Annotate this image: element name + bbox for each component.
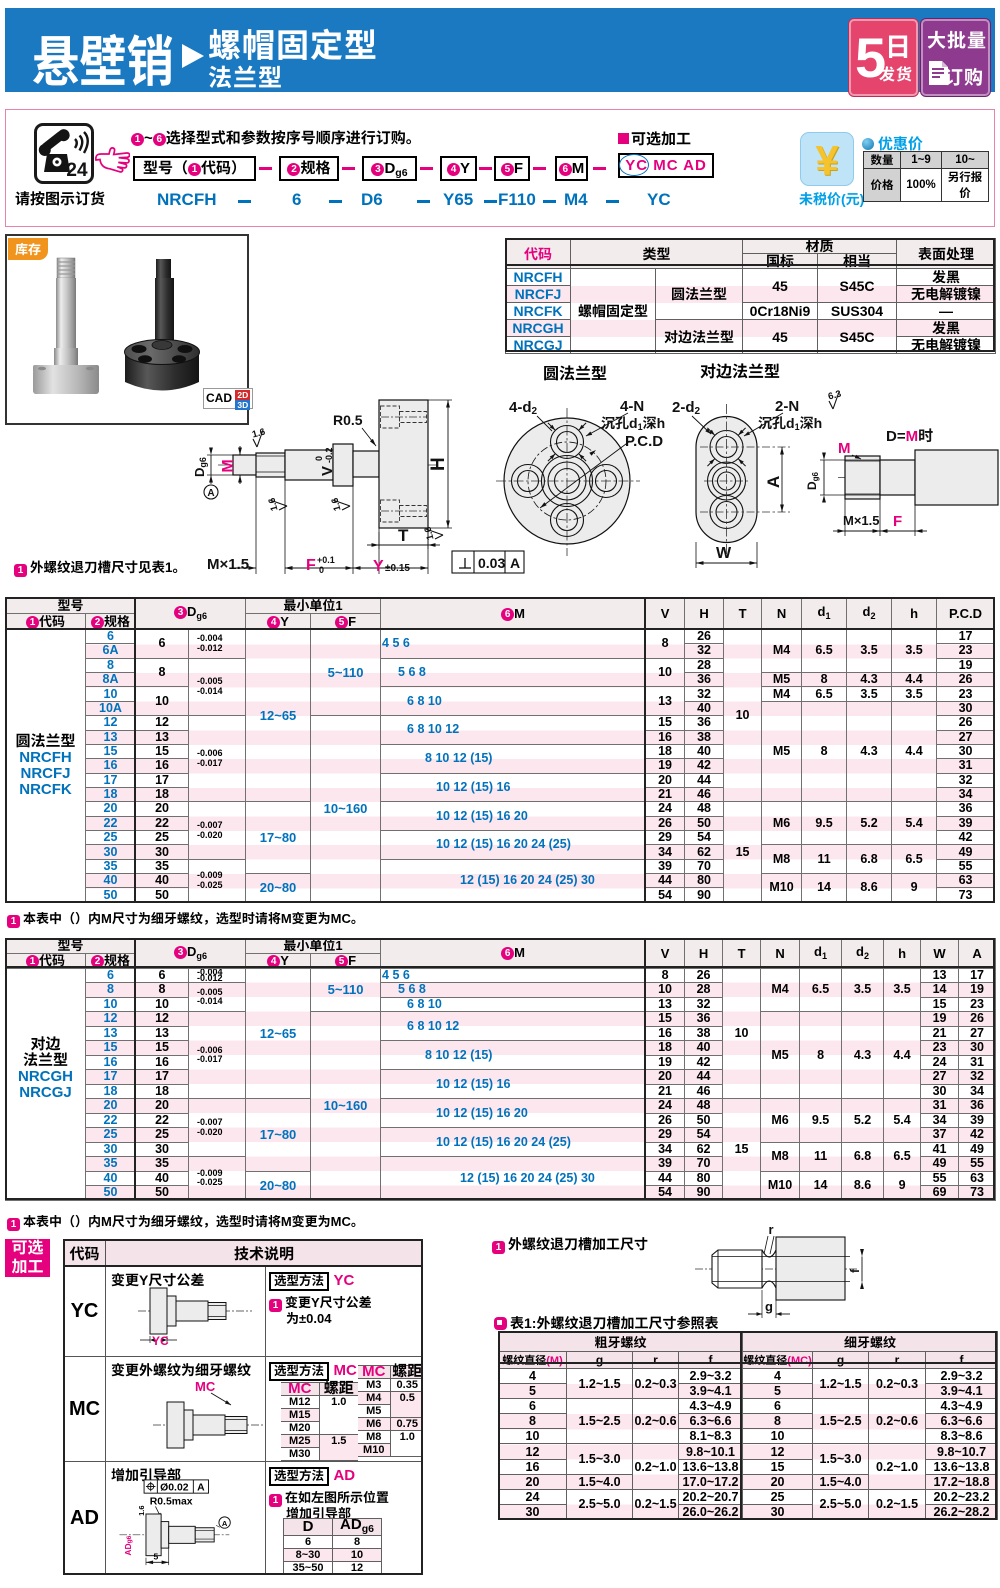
svg-text:A: A (197, 1482, 205, 1493)
svg-text:R0.5max: R0.5max (150, 1497, 193, 1508)
svg-text:24: 24 (66, 160, 88, 181)
svg-text:T: T (398, 526, 409, 545)
svg-text:M×1.5: M×1.5 (207, 556, 249, 573)
svg-text:4-d2: 4-d2 (509, 399, 538, 417)
svg-text:Dg6: Dg6 (805, 471, 820, 490)
svg-text:ADg6: ADg6 (123, 1535, 133, 1555)
svg-text:5: 5 (154, 1551, 159, 1561)
svg-text:6.3: 6.3 (827, 389, 843, 403)
svg-text:1.6: 1.6 (423, 525, 437, 541)
svg-text:Ø0.02: Ø0.02 (160, 1482, 189, 1493)
svg-text:F: F (893, 513, 902, 530)
svg-text:M×1.5: M×1.5 (843, 513, 880, 528)
svg-text:2-d2: 2-d2 (672, 399, 701, 417)
svg-text:A: A (222, 1519, 228, 1528)
svg-text:Dg6: Dg6 (192, 457, 208, 477)
svg-text:A: A (510, 555, 520, 571)
svg-text:4-N: 4-N (620, 398, 644, 415)
svg-text:M: M (220, 459, 237, 472)
svg-text:f: f (848, 1268, 862, 1273)
svg-text:0.03: 0.03 (478, 555, 505, 571)
svg-text:沉孔d1深h: 沉孔d1深h (601, 415, 665, 432)
svg-text:MC: MC (195, 1379, 216, 1394)
svg-text:0: 0 (319, 565, 324, 575)
svg-text:1.6: 1.6 (267, 496, 281, 512)
svg-text:D=M时: D=M时 (886, 428, 933, 445)
svg-text:W: W (716, 545, 732, 562)
svg-text:F: F (306, 557, 316, 574)
svg-text:±0.15: ±0.15 (385, 563, 410, 574)
svg-text:YC: YC (152, 1334, 169, 1347)
svg-text:M: M (838, 440, 851, 457)
svg-text:+0.1: +0.1 (317, 555, 335, 565)
svg-text:1.6: 1.6 (251, 427, 267, 441)
svg-text:1.6: 1.6 (330, 496, 344, 512)
svg-text:g: g (765, 1299, 773, 1314)
svg-text:沉孔d1深h: 沉孔d1深h (758, 415, 822, 432)
svg-text:H: H (428, 457, 449, 471)
svg-text:A: A (764, 476, 783, 488)
svg-text:-0.2: -0.2 (324, 447, 334, 463)
svg-text:r: r (768, 1225, 773, 1237)
svg-text:Y: Y (373, 558, 384, 575)
svg-text:V: V (319, 466, 336, 476)
svg-text:A: A (207, 488, 214, 499)
svg-text:R0.5: R0.5 (333, 412, 363, 428)
svg-text:P.C.D: P.C.D (625, 433, 663, 450)
svg-text:0: 0 (314, 456, 324, 461)
svg-text:1.6: 1.6 (137, 1505, 146, 1516)
svg-text:2-N: 2-N (775, 398, 799, 415)
